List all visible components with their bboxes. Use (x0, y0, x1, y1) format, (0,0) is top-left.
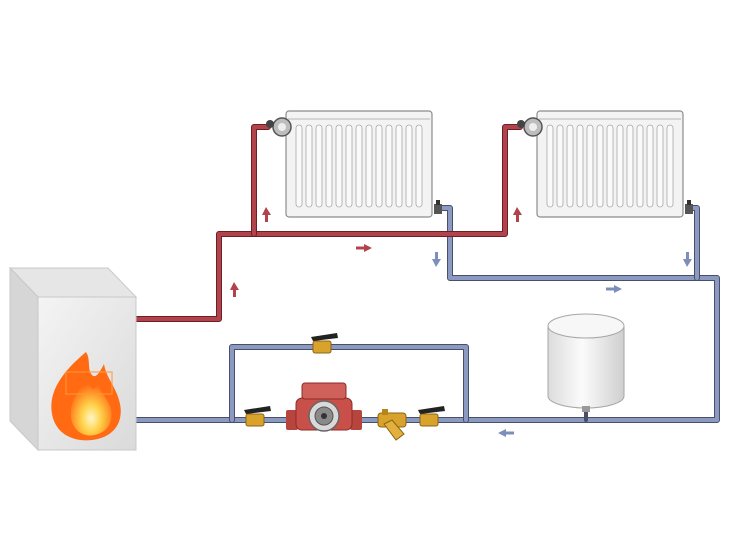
supply-arrow-up-icon (230, 282, 239, 297)
radiator-section (586, 124, 594, 208)
circulation-pump-icon (286, 382, 362, 432)
return-arrow-down-icon (683, 252, 692, 267)
radiator-section (365, 124, 373, 208)
radiator-section (355, 124, 363, 208)
flame-icon (51, 352, 121, 441)
return-arrow-right-icon (606, 285, 622, 293)
strainer-icon (377, 409, 407, 441)
radiator-section (546, 124, 554, 208)
radiator-section (666, 124, 674, 208)
ball-valves (244, 333, 445, 427)
radiator-section (596, 124, 604, 208)
radiator-1 (266, 110, 442, 218)
radiator-section (636, 124, 644, 208)
supply-arrow-up-icon (513, 207, 522, 222)
return-valve-icon (434, 200, 442, 214)
ball-valve-icon (244, 406, 271, 427)
radiator-section (616, 124, 624, 208)
radiator-section (576, 124, 584, 208)
radiator-fins (539, 118, 681, 208)
radiator-section (395, 124, 403, 208)
radiator-section (646, 124, 654, 208)
radiator-section (385, 124, 393, 208)
return-pipe-main (133, 205, 720, 423)
return-arrow-down-icon (432, 252, 441, 267)
radiator-section (305, 124, 313, 208)
radiator-section (325, 124, 333, 208)
radiator-section (335, 124, 343, 208)
thermostatic-valve-icon (266, 117, 292, 137)
radiator-section (556, 124, 564, 208)
radiator-section (375, 124, 383, 208)
return-pipes (133, 205, 720, 423)
boiler-side (9, 266, 39, 452)
radiator-section (315, 124, 323, 208)
circulation-pump (286, 382, 362, 432)
radiator-section (415, 124, 423, 208)
supply-arrow-right-icon (356, 244, 372, 252)
radiator-section (626, 124, 634, 208)
radiator-section (566, 124, 574, 208)
supply-arrow-up-icon (262, 207, 271, 222)
radiator-section (405, 124, 413, 208)
radiator-section (345, 124, 353, 208)
supply-pipes (133, 124, 523, 322)
return-arrow-left-icon (498, 429, 514, 437)
ball-valve-icon (311, 333, 338, 354)
boiler (8, 266, 138, 452)
expansion-tank (547, 313, 625, 412)
strainer (377, 409, 407, 441)
return-valve-icon (685, 200, 693, 214)
flow-arrows (230, 207, 692, 437)
radiator-section (295, 124, 303, 208)
thermostatic-valve-icon (517, 117, 543, 137)
ball-valve-icon (418, 406, 445, 427)
radiator-fins (288, 118, 430, 208)
radiator-section (656, 124, 664, 208)
radiator-2 (517, 110, 693, 218)
radiator-section (606, 124, 614, 208)
